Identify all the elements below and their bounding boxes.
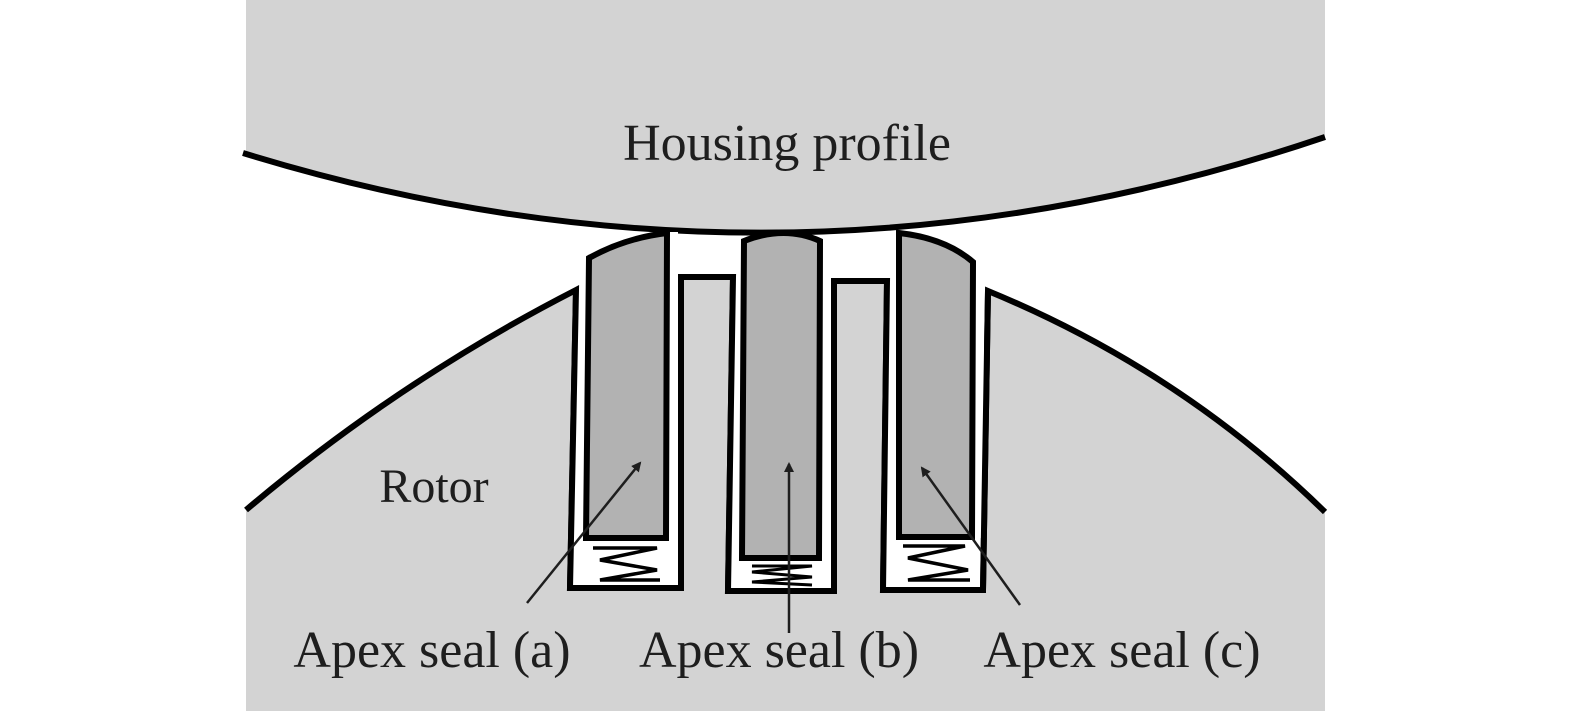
apex-seal-b [738, 230, 824, 561]
slot-a-gap [573, 536, 678, 585]
spring-c [903, 544, 970, 582]
arrow-seal-c [920, 466, 1022, 606]
apex-seal-a-label: Apex seal (a) [293, 622, 570, 679]
spring-a [593, 546, 660, 582]
slot-b-side-right [820, 281, 832, 559]
slot-outline [566, 274, 991, 594]
spring-b [751, 564, 813, 587]
housing-region [246, 0, 1325, 233]
apex-seal-c [896, 229, 977, 540]
rotor-region [246, 277, 1325, 711]
apex-seal-b-label: Apex seal (b) [639, 622, 919, 679]
rotor-label: Rotor [379, 460, 488, 513]
arrow-seal-a [526, 461, 642, 604]
housing-profile-label: Housing profile [623, 115, 951, 172]
apex-seal-c-label: Apex seal (c) [983, 622, 1260, 679]
apex-seal-a [582, 229, 671, 541]
